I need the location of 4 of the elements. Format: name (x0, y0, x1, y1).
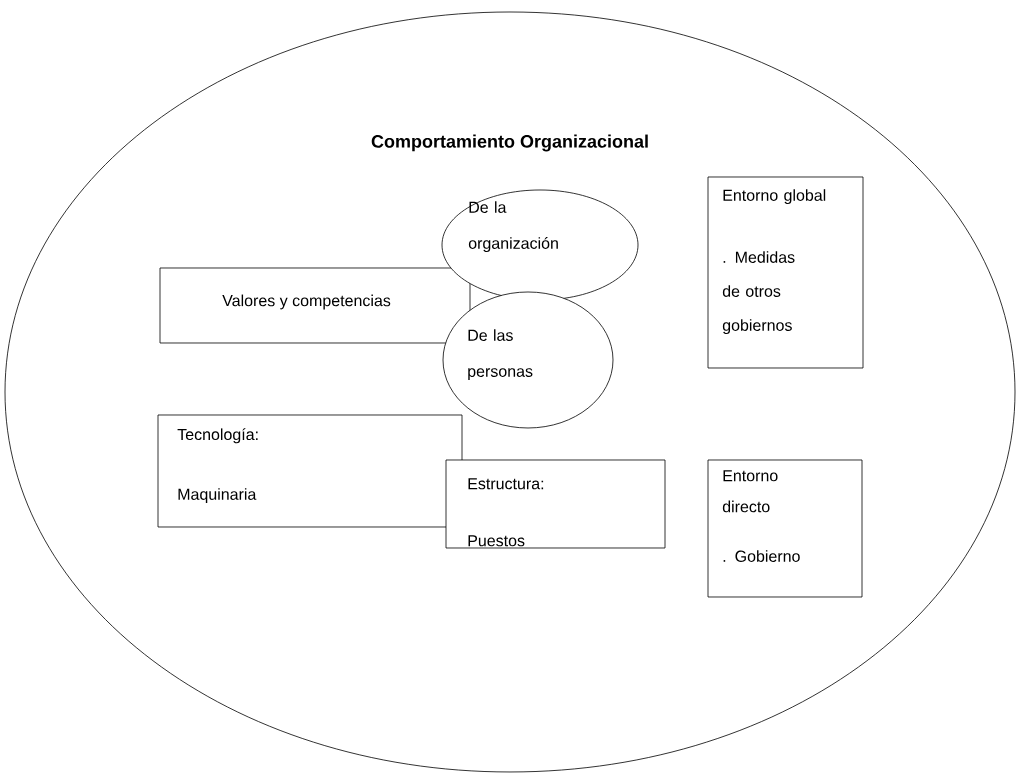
text-box: Estructura: Puestos (445, 459, 666, 549)
text-box: Entorno global . Medidas de otros gobiernos (707, 176, 864, 369)
text-box: Entorno directo . Gobierno (707, 459, 863, 598)
text-box: Tecnología: Maquinaria (157, 414, 463, 528)
